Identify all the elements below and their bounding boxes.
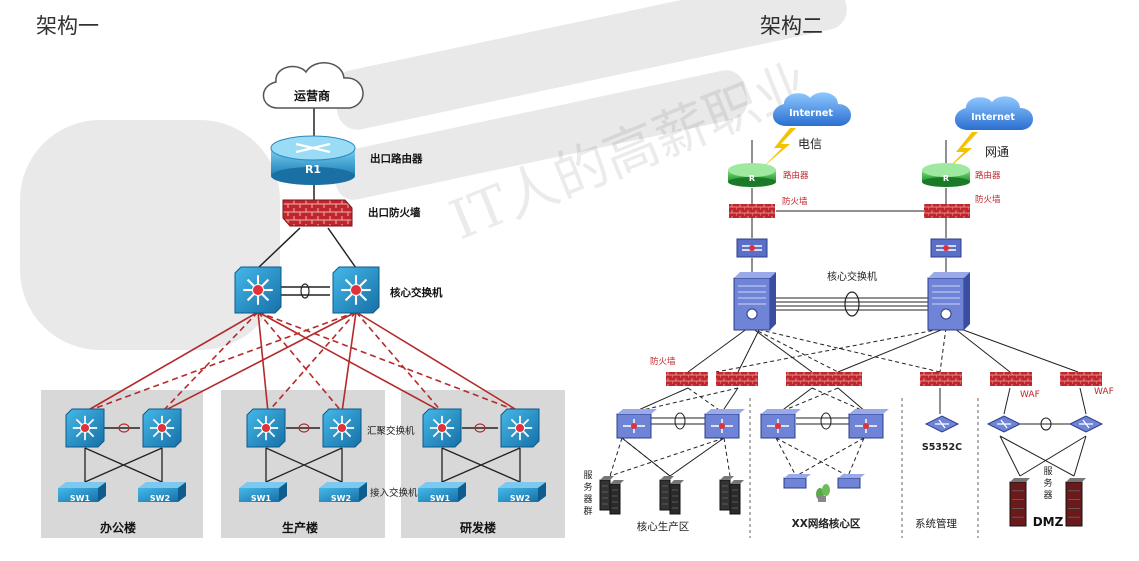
zone-label-core-production: 核心生产区	[637, 520, 690, 533]
dmz-server-label: 服 务 器	[1043, 466, 1052, 501]
access-switch-icon-office-1	[58, 482, 106, 502]
exit-router-name: R1	[305, 163, 321, 176]
zone-label-dmz: DMZ	[1033, 515, 1064, 529]
server-group-char-1: 服	[583, 470, 592, 481]
sw-label-production-1: SW1	[251, 494, 272, 503]
top-firewall-label-right: 防火墙	[975, 194, 1001, 205]
isp-cloud-label: 运营商	[294, 88, 330, 103]
zone-firewall-icons	[666, 372, 1102, 386]
sw-label-production-2: SW2	[331, 494, 351, 503]
dist-switch-icon-2	[704, 409, 745, 439]
waf-label-right: WAF	[1094, 387, 1114, 397]
xx-access-switch-icon-1	[783, 474, 811, 489]
dmz-server-char-2: 务	[1043, 477, 1052, 489]
isp-cloud	[262, 62, 364, 109]
agg-switch-icon-rd-right	[500, 408, 540, 448]
isp-netcom-label: 网通	[985, 145, 1009, 159]
sw-label-office-2: SW2	[150, 494, 170, 503]
internet-cloud-label-right: Internet	[971, 112, 1015, 123]
zone-firewall-icon-2	[716, 372, 758, 386]
router-label-left: 路由器	[783, 170, 809, 181]
zone-firewall-icon-1	[666, 372, 708, 386]
zone-firewall-icon-6	[1060, 372, 1102, 386]
mid-switch-icon-right	[930, 238, 962, 258]
agg-switch-icon-office-left	[65, 408, 105, 448]
internet-cloud-icon-left	[772, 92, 852, 126]
watermark	[20, 0, 847, 350]
core-chassis-icon-right	[927, 272, 970, 331]
exit-firewall-icon	[282, 199, 353, 227]
building-label-production: 生产楼	[282, 520, 318, 535]
server-group-label: 服 务 器 群	[583, 470, 592, 517]
lightning-icon-left	[762, 128, 796, 168]
lightning-icon-right	[944, 132, 978, 172]
core-switch-icon-left	[234, 266, 282, 314]
access-switch-label: 接入交换机	[370, 487, 418, 499]
router-label-right: 路由器	[975, 170, 1001, 181]
sw-label-office-1: SW1	[70, 494, 91, 503]
building-label-office: 办公楼	[100, 520, 136, 535]
arch2-zone-separators	[749, 398, 979, 538]
top-firewall-icon-left	[729, 204, 775, 218]
zone-firewall-icon-4	[920, 372, 962, 386]
core-chassis-icon-left	[733, 272, 776, 331]
internet-cloud-label-left: Internet	[789, 108, 833, 119]
server-group-char-3: 器	[583, 494, 592, 505]
zone-firewall-label: 防火墙	[650, 356, 676, 367]
top-firewall-label-left: 防火墙	[782, 196, 808, 207]
router-icon-right: R	[922, 163, 970, 187]
exit-firewall-label: 出口防火墙	[368, 206, 421, 219]
dist-switch-icon-1	[616, 409, 657, 439]
access-switch-icon-production-1	[239, 482, 287, 502]
sw-label-rd-1: SW1	[430, 494, 451, 503]
dmz-server-char-3: 器	[1043, 490, 1052, 501]
waf-label-left: WAF	[1020, 390, 1040, 400]
access-switch-icon-rd-1	[418, 482, 466, 502]
dmz-server-char-1: 服	[1043, 466, 1052, 477]
arch2-core-label: 核心交换机	[827, 270, 877, 283]
exit-router-icon	[270, 135, 356, 185]
agg-switch-icon-production-right	[322, 408, 362, 448]
dmz-switch-icon-right	[1068, 415, 1104, 433]
xx-access-switch-icon-2	[837, 474, 865, 489]
zone-label-xx-network-core: XX网络核心区	[792, 517, 861, 530]
router-icon-left: R	[728, 163, 776, 187]
server-group-char-4: 群	[583, 505, 592, 517]
right-title: 架构二	[760, 10, 823, 40]
agg-switch-icon-office-right	[142, 408, 182, 448]
core-switch-icon-right	[332, 266, 380, 314]
mid-switch-icon-left	[736, 238, 768, 258]
top-firewall-icon-right	[924, 204, 970, 218]
dist-switch-icon-3	[760, 409, 801, 439]
server-rack-icons	[599, 476, 1086, 527]
exit-router-label: 出口路由器	[370, 152, 423, 165]
plant-icon	[816, 484, 830, 502]
agg-switch-icon-rd-left	[422, 408, 462, 448]
dist-switch-icon-4	[848, 409, 889, 439]
sw-label-rd-2: SW2	[510, 494, 530, 503]
s5352c-switch-icon	[924, 415, 960, 433]
agg-switch-icon-production-left	[246, 408, 286, 448]
left-title: 架构一	[36, 14, 99, 38]
server-group-char-2: 务	[583, 481, 592, 493]
zone-firewall-icon-3	[786, 372, 862, 386]
access-switch-icon-rd-2	[498, 482, 546, 502]
access-switch-icon-office-2	[138, 482, 186, 502]
zone-firewall-icon-5	[990, 372, 1032, 386]
core-switch-label: 核心交换机	[390, 286, 443, 299]
internet-cloud-icon-right	[954, 96, 1034, 130]
isp-telecom-label: 电信	[798, 137, 822, 151]
agg-switch-label: 汇聚交换机	[367, 425, 415, 437]
access-switch-icon-production-2	[319, 482, 367, 502]
s5352c-label: S5352C	[922, 442, 962, 453]
building-label-rd: 研发楼	[460, 520, 496, 535]
svg-text:R: R	[943, 174, 949, 183]
zone-label-system-mgmt: 系统管理	[915, 517, 957, 530]
dmz-switch-icon-left	[986, 415, 1022, 433]
svg-text:R: R	[749, 174, 755, 183]
